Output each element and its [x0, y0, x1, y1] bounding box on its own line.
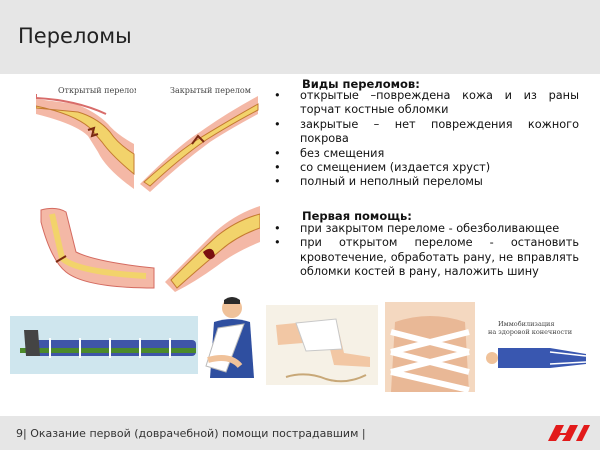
footer-text: 9| Оказание первой (доврачебной) помощи …: [16, 427, 366, 440]
immobilization-caption-line2: на здоровой конечности: [488, 328, 572, 336]
page-title: Переломы: [18, 24, 132, 48]
types-item: со смещением (издается хруст): [272, 161, 579, 176]
types-item: без смещения: [272, 147, 579, 162]
types-item: открытые –повреждена кожа и из раны торч…: [272, 89, 579, 118]
open-fracture-figure: Открытый перелом: [36, 86, 136, 189]
open-fracture-caption: Открытый перелом: [58, 86, 136, 95]
closed-fracture-caption: Закрытый перелом: [170, 86, 251, 95]
immobilization-caption-line1: Иммобилизация: [498, 320, 554, 328]
first-aid-item: при закрытом переломе - обезболивающее: [272, 222, 579, 237]
closed-fracture-figure: Закрытый перелом: [140, 86, 259, 192]
immobilization-figure: Иммобилизация на здоровой конечности: [486, 320, 587, 368]
types-list: открытые –повреждена кожа и из раны торч…: [272, 89, 579, 190]
header-bar: Переломы: [0, 0, 600, 74]
types-heading: Виды переломов:: [302, 77, 420, 91]
footer-bar: 9| Оказание первой (доврачебной) помощи …: [0, 416, 600, 450]
leg-splint-figure: [10, 316, 198, 374]
first-aid-item: при открытом переломе - остановить крово…: [272, 236, 579, 279]
types-item: закрытые – нет повреждения кожного покро…: [272, 118, 579, 147]
arm-sling-figure: [205, 297, 254, 378]
hematoma-fracture-figure: [165, 206, 260, 292]
chest-bandage-figure: [385, 302, 475, 392]
first-aid-heading: Первая помощь:: [302, 209, 412, 223]
rzd-logo-icon: [548, 425, 590, 441]
elbow-fracture-figure: [40, 207, 155, 289]
first-aid-list: при закрытом переломе - обезболивающее п…: [272, 222, 579, 280]
bandaged-leg-figure: [266, 305, 378, 385]
types-item: полный и неполный переломы: [272, 175, 579, 190]
